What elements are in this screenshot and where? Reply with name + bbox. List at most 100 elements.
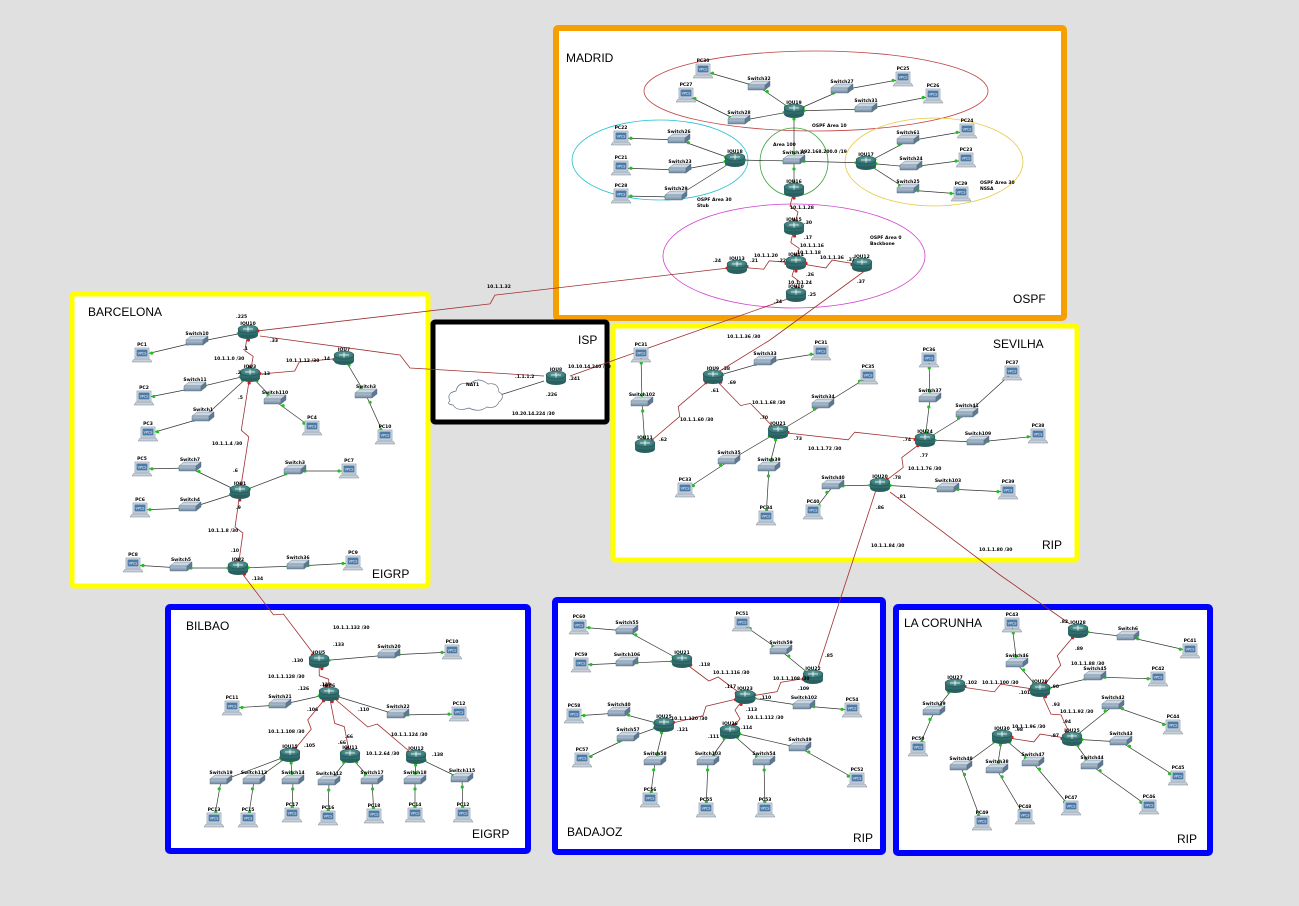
pc-pc3[interactable] bbox=[137, 426, 159, 442]
router-iou21[interactable] bbox=[767, 424, 789, 440]
router-iou11[interactable] bbox=[634, 438, 656, 454]
router-iou30[interactable] bbox=[991, 729, 1013, 745]
router-iou29[interactable] bbox=[1029, 682, 1051, 698]
switch-sw18[interactable] bbox=[403, 774, 427, 785]
router-iou24[interactable] bbox=[914, 432, 936, 448]
switch-sw43[interactable] bbox=[1109, 735, 1133, 746]
pc-pc10[interactable] bbox=[374, 429, 396, 445]
pc-pc40[interactable] bbox=[802, 504, 824, 520]
pc-pc48[interactable] bbox=[1014, 809, 1036, 825]
pc-pc42[interactable] bbox=[1147, 671, 1169, 687]
switch-sw21[interactable] bbox=[268, 698, 292, 709]
router-iou10[interactable] bbox=[785, 287, 807, 303]
pc-pc51[interactable] bbox=[731, 616, 753, 632]
router-iou6[interactable] bbox=[318, 686, 340, 702]
pc-pc16[interactable] bbox=[317, 810, 339, 826]
switch-sw39[interactable] bbox=[757, 461, 781, 472]
switch-sw37[interactable] bbox=[918, 392, 942, 403]
pc-pc11[interactable] bbox=[221, 700, 243, 716]
router-iou3[interactable] bbox=[239, 367, 261, 383]
pc-pc41[interactable] bbox=[1179, 643, 1201, 659]
switch-sw40b[interactable] bbox=[607, 706, 631, 717]
switch-sw46[interactable] bbox=[1005, 657, 1029, 668]
switch-sw32[interactable] bbox=[747, 80, 771, 91]
switch-sw35[interactable] bbox=[717, 454, 741, 465]
pc-pc54[interactable] bbox=[841, 702, 863, 718]
pc-pc47[interactable] bbox=[1060, 800, 1082, 816]
pc-pc24[interactable] bbox=[956, 123, 978, 139]
switch-sw106[interactable] bbox=[615, 656, 639, 667]
switch-sw30[interactable] bbox=[782, 154, 806, 165]
switch-sw22[interactable] bbox=[386, 708, 410, 719]
pc-pc12[interactable] bbox=[448, 706, 470, 722]
switch-sw102[interactable] bbox=[630, 396, 654, 407]
router-iou19[interactable] bbox=[783, 103, 805, 119]
switch-sw59[interactable] bbox=[769, 644, 793, 655]
switch-sw5[interactable] bbox=[169, 561, 193, 572]
pc-pc37[interactable] bbox=[1001, 365, 1023, 381]
pc-pc7[interactable] bbox=[338, 463, 360, 479]
router-iou9[interactable] bbox=[702, 369, 724, 385]
switch-sw103[interactable] bbox=[936, 482, 960, 493]
pc-pc4[interactable] bbox=[301, 420, 323, 436]
pc-pc21[interactable] bbox=[610, 160, 632, 176]
router-iou13[interactable] bbox=[726, 259, 748, 275]
pc-pc38[interactable] bbox=[1027, 428, 1049, 444]
pc-pc25[interactable] bbox=[892, 71, 914, 87]
pc-pc22[interactable] bbox=[610, 130, 632, 146]
pc-pc58[interactable] bbox=[563, 708, 585, 724]
pc-pc50[interactable] bbox=[907, 741, 929, 757]
switch-sw20[interactable] bbox=[377, 648, 401, 659]
switch-sw11[interactable] bbox=[183, 381, 207, 392]
pc-pc26[interactable] bbox=[922, 88, 944, 104]
pc-pc43[interactable] bbox=[1001, 617, 1023, 633]
switch-sw1[interactable] bbox=[191, 411, 215, 422]
switch-sw6[interactable] bbox=[1116, 630, 1140, 641]
pc-pc44[interactable] bbox=[1162, 719, 1184, 735]
switch-sw61[interactable] bbox=[896, 134, 920, 145]
switch-sw33[interactable] bbox=[753, 355, 777, 366]
switch-sw36[interactable] bbox=[286, 559, 310, 570]
switch-sw19[interactable] bbox=[209, 774, 233, 785]
switch-sw7[interactable] bbox=[178, 461, 202, 472]
switch-sw3b[interactable] bbox=[283, 464, 307, 475]
pc-pc6[interactable] bbox=[129, 502, 151, 518]
router-iou5[interactable] bbox=[308, 653, 330, 669]
pc-pc39[interactable] bbox=[997, 484, 1019, 500]
router-iou25b[interactable] bbox=[1061, 731, 1083, 747]
switch-sw10[interactable] bbox=[185, 335, 209, 346]
pc-pc1[interactable] bbox=[131, 347, 153, 363]
router-iou1[interactable] bbox=[229, 484, 251, 500]
switch-sw58[interactable] bbox=[643, 755, 667, 766]
pc-pc14[interactable] bbox=[404, 807, 426, 823]
switch-sw57[interactable] bbox=[616, 731, 640, 742]
router-iou2[interactable] bbox=[227, 560, 249, 576]
router-iou17[interactable] bbox=[855, 155, 877, 171]
switch-sw54[interactable] bbox=[752, 755, 776, 766]
pc-pc36[interactable] bbox=[918, 352, 940, 368]
switch-sw44[interactable] bbox=[1080, 759, 1104, 770]
router-iou27[interactable] bbox=[944, 678, 966, 694]
router-iou23[interactable] bbox=[734, 689, 756, 705]
switch-sw42[interactable] bbox=[1101, 699, 1125, 710]
pc-pc33[interactable] bbox=[674, 482, 696, 498]
router-iou15b[interactable] bbox=[279, 747, 301, 763]
switch-sw34[interactable] bbox=[811, 398, 835, 409]
pc-pc55[interactable] bbox=[695, 802, 717, 818]
router-iou10b[interactable] bbox=[237, 324, 259, 340]
switch-sw112[interactable] bbox=[317, 775, 341, 786]
router-iou16[interactable] bbox=[783, 182, 805, 198]
switch-sw3[interactable] bbox=[354, 388, 378, 399]
pc-pc31[interactable] bbox=[630, 347, 652, 363]
pc-pc34[interactable] bbox=[755, 510, 777, 526]
switch-sw31[interactable] bbox=[854, 102, 878, 113]
switch-sw28[interactable] bbox=[727, 114, 751, 125]
pc-pc45[interactable] bbox=[1167, 770, 1189, 786]
router-iou11b[interactable] bbox=[339, 748, 361, 764]
router-iou18[interactable] bbox=[724, 152, 746, 168]
switch-sw109[interactable] bbox=[966, 435, 990, 446]
switch-sw24[interactable] bbox=[899, 160, 923, 171]
switch-sw102b[interactable] bbox=[792, 699, 816, 710]
router-iou28[interactable] bbox=[1067, 623, 1089, 639]
pc-pc23[interactable] bbox=[955, 152, 977, 168]
